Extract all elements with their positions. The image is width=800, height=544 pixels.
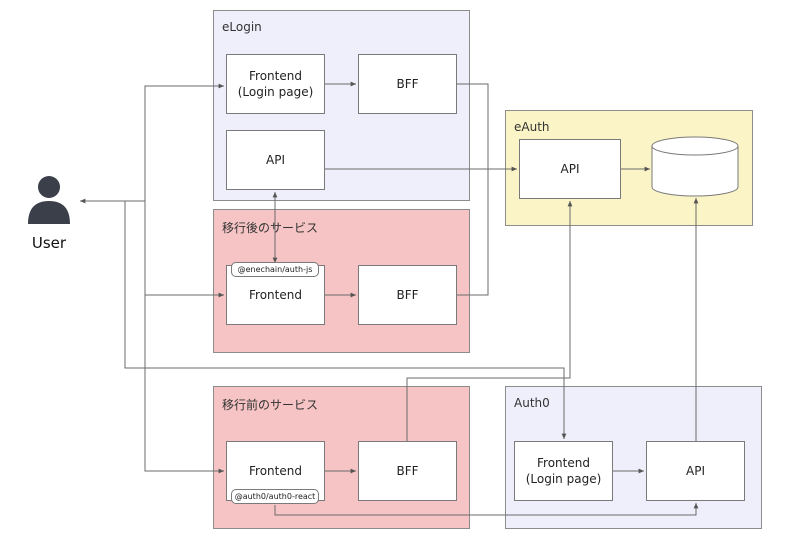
- pre-bff-node: BFF: [358, 441, 457, 501]
- eauth-api-node: API: [519, 139, 621, 199]
- migrated-bff-node: BFF: [358, 265, 457, 325]
- user-icon: [28, 176, 70, 224]
- elogin-bff-node: BFF: [358, 54, 457, 114]
- database-icon: [651, 136, 739, 197]
- auth0-frontend-node: Frontend (Login page): [514, 441, 613, 501]
- connector-pre-bff-to-eauth-api: [406, 201, 573, 441]
- auth-js-badge: @enechain/auth-js: [231, 262, 319, 277]
- auth0-group-title: Auth0: [514, 396, 550, 410]
- connector-user-to-migrated-frontend: [144, 201, 224, 298]
- pre-migration-service-group-title: 移行前のサービス: [222, 398, 319, 412]
- elogin-api-node: API: [226, 130, 325, 190]
- elogin-frontend-node: Frontend (Login page): [226, 54, 325, 114]
- connector-auth0react-to-auth0-api: [274, 503, 699, 516]
- connector-elogin-bff-to-migrated-bff: [457, 83, 489, 296]
- auth0-react-badge: @auth0/auth0-react: [231, 489, 319, 504]
- elogin-group-title: eLogin: [222, 20, 262, 34]
- user-label: User: [31, 234, 67, 252]
- connector-user-to-pre-frontend: [144, 201, 224, 474]
- auth0-api-node: API: [646, 441, 745, 501]
- connector-user-to-elogin-frontend: [144, 83, 224, 201]
- eauth-group-title: eAuth: [514, 120, 550, 134]
- connector-user-to-auth0-frontend: [124, 201, 567, 439]
- migrated-service-group-title: 移行後のサービス: [222, 221, 319, 235]
